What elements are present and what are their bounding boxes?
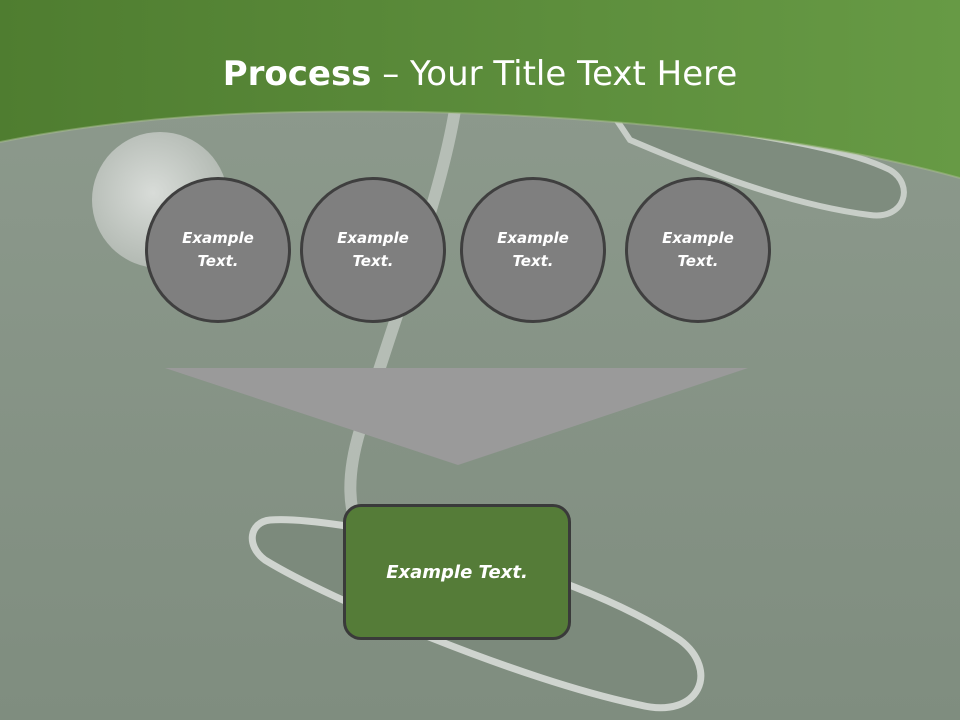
step-label-4: Example Text.: [662, 229, 734, 270]
step-label-3: Example Text.: [497, 229, 569, 270]
title-rest: – Your Title Text Here: [371, 54, 738, 94]
result-label: Example Text.: [386, 561, 528, 583]
step-label-1: Example Text.: [182, 229, 254, 270]
slide-title: Process – Your Title Text Here: [0, 52, 960, 96]
step-circle-2: Example Text.: [300, 177, 446, 323]
result-box: Example Text.: [343, 504, 571, 640]
funnel-arrow: [165, 368, 748, 465]
step-label-2: Example Text.: [337, 229, 409, 270]
title-strong: Process: [222, 54, 372, 94]
step-circle-4: Example Text.: [625, 177, 771, 323]
step-circle-1: Example Text.: [145, 177, 291, 323]
step-circle-3: Example Text.: [460, 177, 606, 323]
